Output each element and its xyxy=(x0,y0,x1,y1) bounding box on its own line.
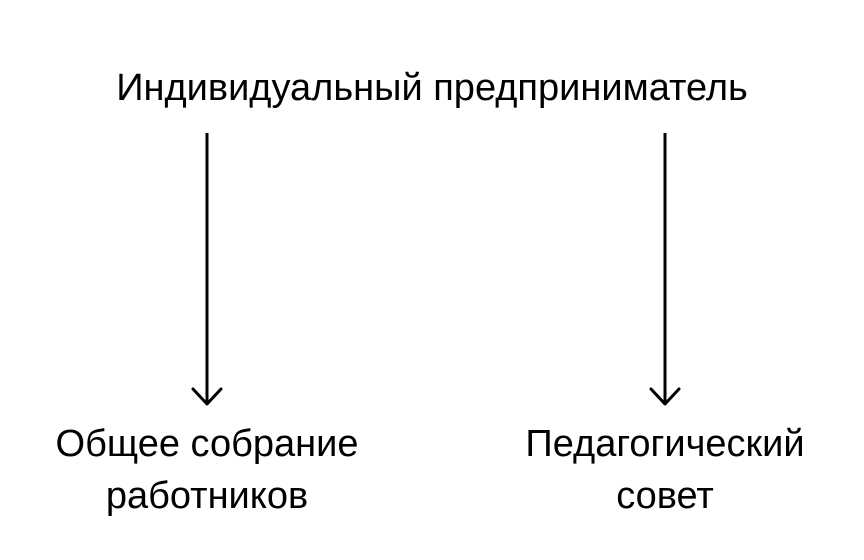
node-individual-entrepreneur: Индивидуальный предприниматель xyxy=(0,62,864,114)
node-general-meeting: Общее собрание работников xyxy=(20,418,394,522)
node-label-line1: Педагогический xyxy=(525,423,805,465)
node-pedagogical-council: Педагогический совет xyxy=(480,418,850,522)
arrow-head xyxy=(649,387,681,406)
arrow-head xyxy=(191,387,223,406)
node-label-line2: совет xyxy=(616,475,714,517)
node-label-line2: работников xyxy=(105,475,309,517)
node-label: Индивидуальный предприниматель xyxy=(116,67,748,109)
arrow-to-pedagogical-council xyxy=(649,133,681,406)
arrow-to-general-meeting xyxy=(191,133,223,406)
node-label-line1: Общее собрание xyxy=(55,423,359,465)
